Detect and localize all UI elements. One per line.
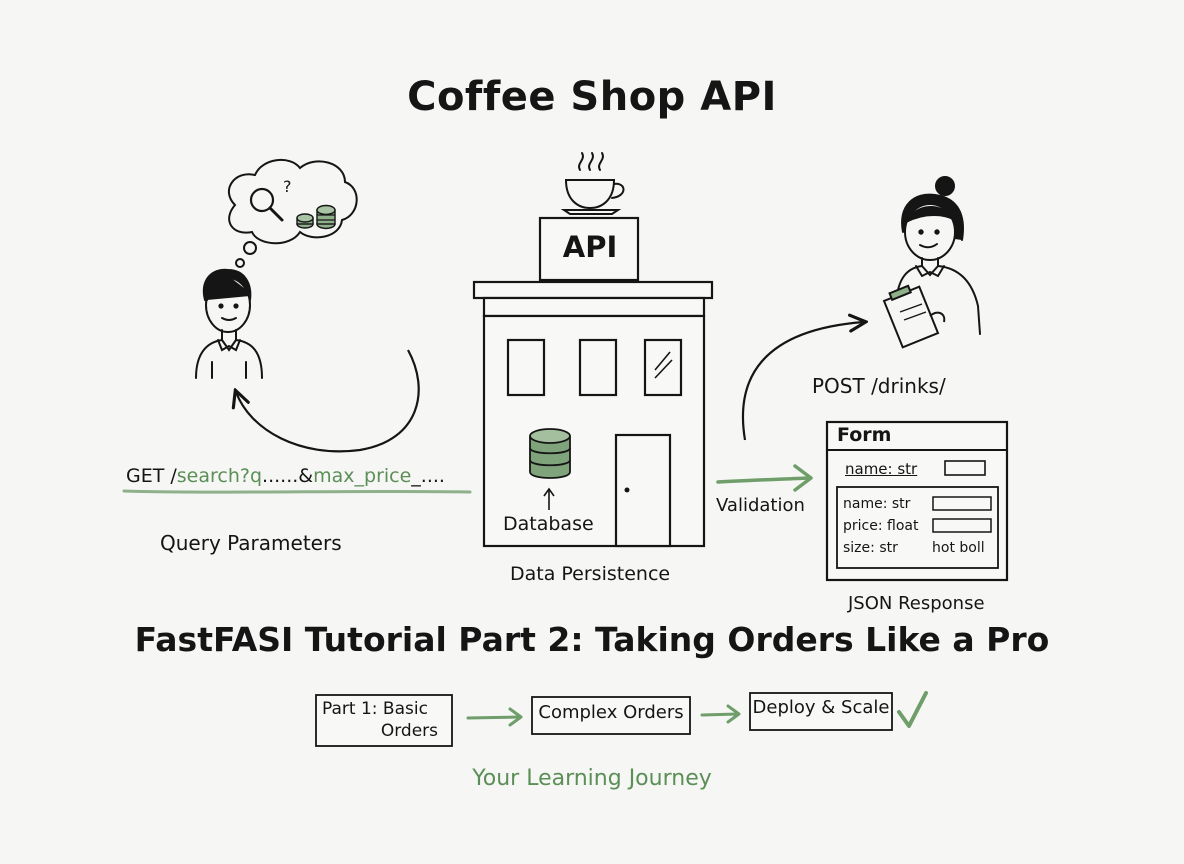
- diagram-title: Coffee Shop API: [407, 74, 777, 120]
- coffee-cup-icon: [560, 152, 625, 215]
- svg-text:?: ?: [283, 177, 292, 196]
- post-request-label: POST /drinks/: [812, 374, 946, 398]
- customer-figure: [195, 268, 263, 379]
- journey-arrows: [466, 704, 741, 727]
- thought-bubble-icon: [228, 159, 358, 268]
- query-parameters-label: Query Parameters: [160, 531, 342, 555]
- get-path-search: search?q: [176, 465, 263, 487]
- learning-journey-caption: Your Learning Journey: [472, 766, 712, 791]
- building: [472, 216, 714, 548]
- journey-step-2: Complex Orders: [538, 702, 684, 723]
- journey-step-1-box: [315, 694, 453, 747]
- form-field-name: name: str: [843, 496, 911, 512]
- get-method: GET /: [126, 465, 177, 487]
- get-path-mid: ......&: [262, 465, 314, 487]
- tutorial-subtitle: FastFASI Tutorial Part 2: Taking Orders …: [134, 620, 1050, 659]
- form-field-price: price: float: [843, 518, 919, 534]
- database-label: Database: [503, 513, 594, 535]
- post-arrow: [741, 322, 864, 441]
- check-icon: [897, 691, 928, 728]
- api-sign-label: API: [562, 230, 618, 264]
- form-field-top: name: str: [845, 460, 918, 478]
- form-field-size-options: hot boll: [932, 540, 985, 556]
- barista-figure: [895, 176, 981, 335]
- api-sign-box: [538, 216, 640, 282]
- journey-step-3: Deploy & Scale: [752, 697, 890, 718]
- journey-step-1-line2: Orders: [380, 721, 438, 741]
- journey-step-2-box: [531, 696, 691, 735]
- json-response-label: JSON Response: [848, 593, 985, 614]
- get-path-tail: _....: [411, 465, 445, 487]
- journey-boxes: [315, 692, 893, 747]
- validation-label: Validation: [716, 495, 805, 516]
- form-field-size: size: str: [843, 540, 898, 556]
- validation-arrow: [716, 476, 810, 484]
- journey-step-1-line1: Part 1: Basic: [322, 699, 428, 719]
- response-arrow: [236, 349, 420, 453]
- journey-step-3-box: [749, 692, 893, 731]
- form-title: Form: [837, 424, 892, 446]
- database-icon: [529, 428, 571, 510]
- get-underline: [122, 489, 472, 494]
- get-path-max-price: max_price: [313, 465, 412, 487]
- magnifier-icon: ?: [249, 177, 292, 222]
- clipboard-icon: [882, 284, 946, 349]
- form-window: [825, 420, 1009, 582]
- get-request-label: GET /search?q......&max_price_....: [126, 465, 445, 487]
- building-door: [614, 433, 672, 548]
- data-persistence-label: Data Persistence: [510, 563, 671, 585]
- coins-icon: [296, 204, 336, 230]
